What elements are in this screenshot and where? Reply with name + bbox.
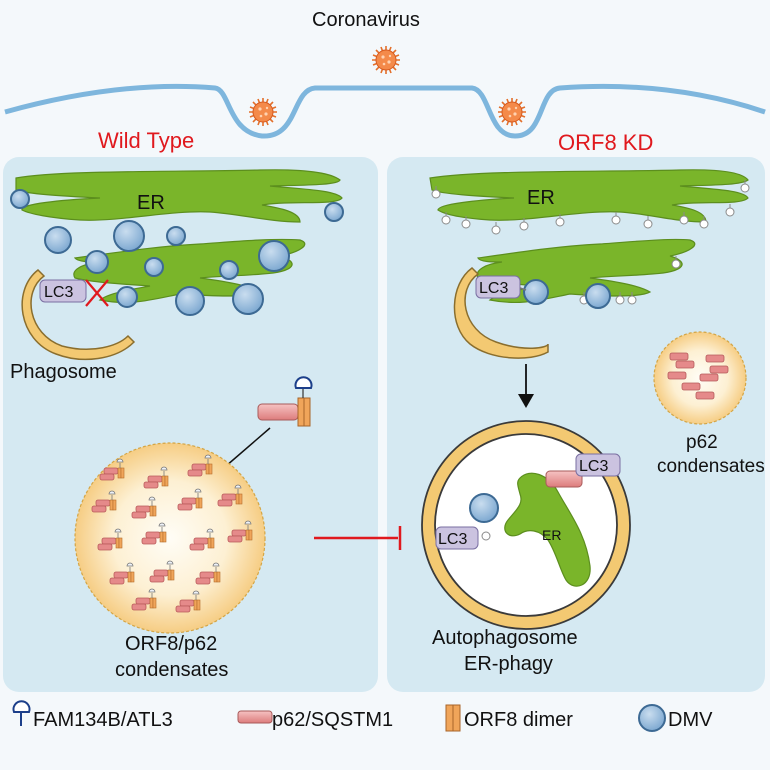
- block-x-icon: [85, 279, 109, 307]
- orf8-dimer-icon: [445, 704, 461, 732]
- autophago-er-label: ER: [542, 527, 561, 543]
- panel-title-wild-type: Wild Type: [98, 128, 194, 153]
- inhibition-arrow: [314, 526, 402, 550]
- fam134b-icon: [12, 700, 31, 726]
- er-fragment: [504, 472, 591, 587]
- lc3-label-autophago-left: LC3: [438, 531, 467, 548]
- panel-title-orf8-kd: ORF8 KD: [558, 130, 653, 155]
- dmv-icon: [469, 493, 499, 523]
- dmv-icon: [44, 226, 72, 254]
- p62-icon: [237, 710, 273, 724]
- legend-label-fam134b: FAM134B/ATL3: [33, 709, 173, 731]
- orf8-p62-complex-icon: [257, 376, 313, 427]
- dmv-icon: [175, 286, 205, 316]
- virus-icon: [248, 97, 278, 127]
- lc3-link-right: [519, 287, 527, 291]
- dmv-icon: [85, 250, 109, 274]
- dmv-icon: [232, 283, 264, 315]
- virus-icon: [371, 45, 401, 75]
- dmv-icon: [638, 704, 666, 732]
- lc3-tag-autophago-top: [575, 453, 621, 477]
- dmv-group-right: [523, 279, 611, 309]
- dmv-icon: [113, 220, 145, 252]
- dmv-icon: [166, 226, 186, 246]
- dmv-icon: [116, 286, 138, 308]
- dmv-group-left: [10, 189, 344, 316]
- dmv-icon: [324, 202, 344, 222]
- autophagosome-label-line2: ER-phagy: [464, 653, 553, 675]
- plasma-membrane: [4, 83, 766, 139]
- legend-label-p62: p62/SQSTM1: [272, 709, 393, 731]
- diagram-title: Coronavirus: [312, 9, 420, 31]
- lc3-label-left: LC3: [44, 284, 73, 301]
- p62-cluster: [667, 352, 729, 400]
- p62-in-autophago: [545, 470, 583, 488]
- phagosome-cup-left: [21, 269, 136, 361]
- legend-label-dmv: DMV: [668, 709, 713, 731]
- autophagosome-label-line1: Autophagosome: [432, 627, 578, 649]
- phagosome-label: Phagosome: [10, 361, 117, 383]
- dmv-icon: [523, 279, 549, 305]
- phagosome-cup-right: [453, 267, 549, 359]
- lc3-tag-left: [39, 279, 87, 303]
- p62-label-line1: p62: [686, 432, 718, 453]
- lc3-label-right: LC3: [479, 280, 508, 297]
- arrow-to-autophagosome: [518, 364, 534, 408]
- er-label-left: ER: [137, 192, 165, 214]
- lc3-tag-autophago-left: [435, 526, 479, 550]
- condensate-label-line1: ORF8/p62: [125, 633, 217, 655]
- condensate-label-line2: condensates: [115, 659, 228, 681]
- dmv-icon: [10, 189, 30, 209]
- virus-icon: [497, 97, 527, 127]
- er-label-right: ER: [527, 187, 555, 209]
- dmv-icon: [258, 240, 290, 272]
- dmv-icon: [144, 257, 164, 277]
- lc3-tag-right: [475, 275, 521, 299]
- dmv-icon: [585, 283, 611, 309]
- lc3-label-autophago-top: LC3: [579, 458, 608, 475]
- er-right: [429, 169, 749, 304]
- dmv-icon: [219, 260, 239, 280]
- orf8-p62-condensate: [74, 442, 266, 634]
- legend: FAM134B/ATL3 p62/SQSTM1 ORF8 dimer DMV: [12, 700, 713, 732]
- p62-label-line2: condensates: [657, 456, 765, 477]
- legend-label-orf8: ORF8 dimer: [464, 709, 573, 731]
